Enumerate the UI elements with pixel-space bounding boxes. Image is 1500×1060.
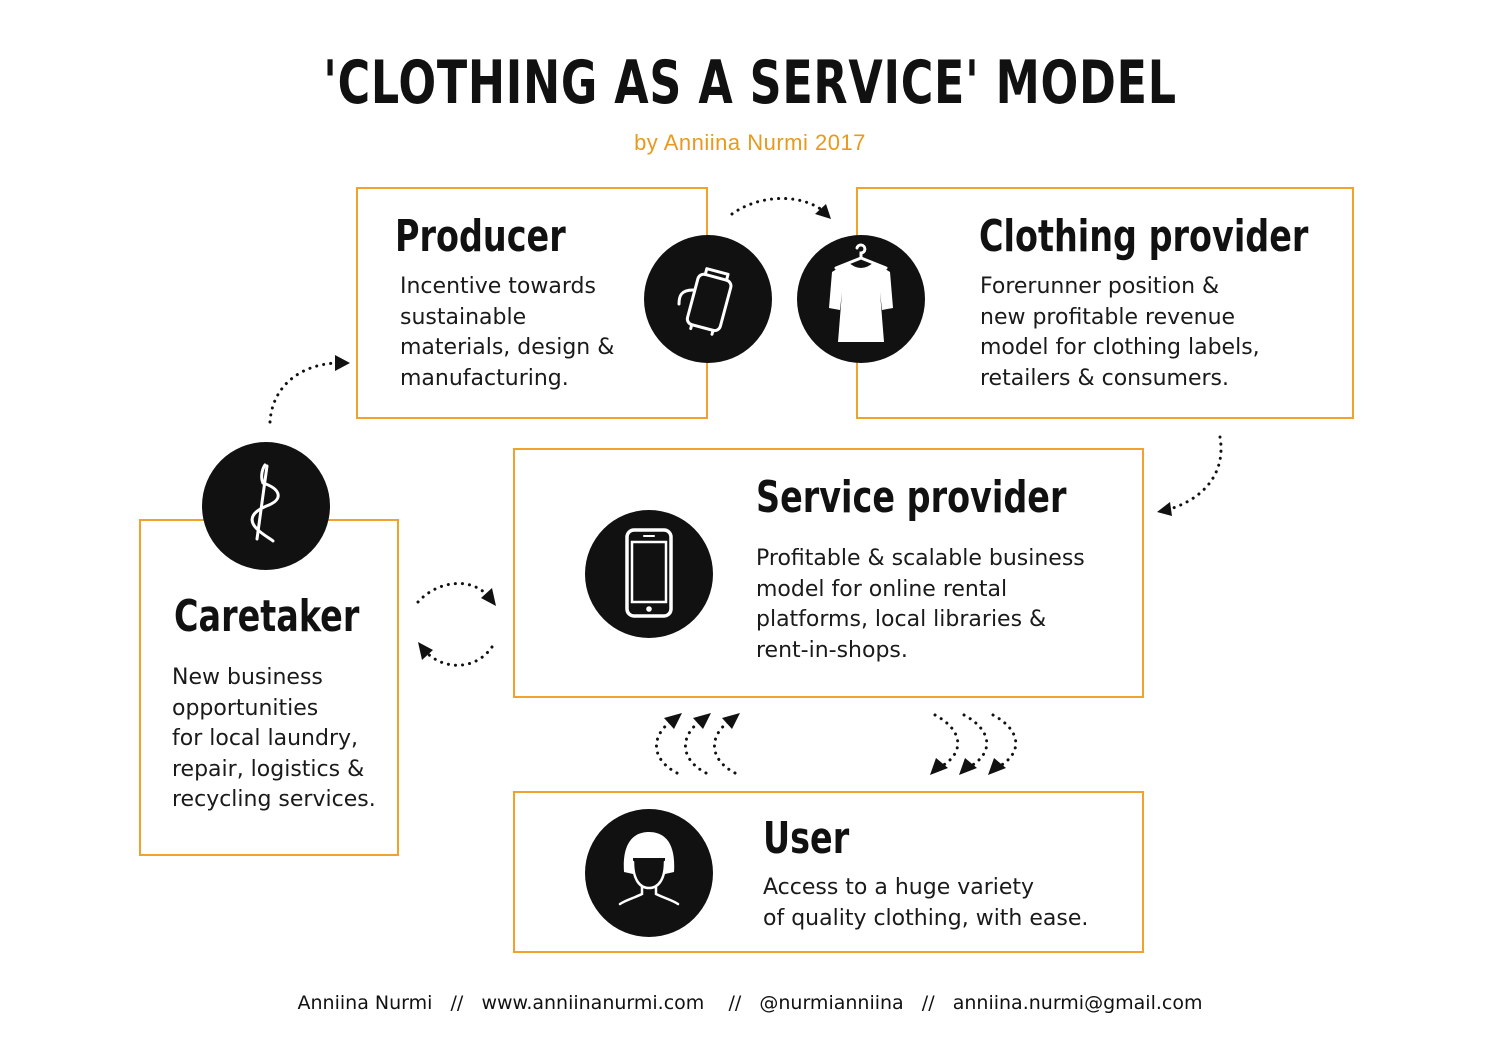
arrowhead xyxy=(693,713,711,729)
user-title: User xyxy=(763,813,850,864)
producer-line: sustainable xyxy=(400,304,527,330)
needle-and-thread-icon xyxy=(202,442,330,570)
caretaker-line: opportunities xyxy=(172,695,319,721)
arrowhead xyxy=(988,758,1006,775)
user-line: Access to a huge variety xyxy=(763,875,1035,900)
producer-line: manufacturing. xyxy=(400,365,569,391)
arrowhead xyxy=(959,758,977,775)
arrow-user-to-service-1 xyxy=(654,720,679,775)
arrowhead xyxy=(815,204,831,219)
caretaker-line: for local laundry, xyxy=(172,726,359,751)
arrow-caretaker-to-service xyxy=(416,582,488,604)
arrow-producer-to-clothing xyxy=(730,196,824,216)
arrow-service-to-user-3 xyxy=(991,713,1018,768)
contact-footer: Anniina Nurmi // www.anniinanurmi.com //… xyxy=(297,992,1203,1014)
arrowhead xyxy=(664,713,682,729)
arrow-user-to-service-3 xyxy=(712,720,737,775)
producer-title: Producer xyxy=(395,211,566,262)
user-line: of quality clothing, with ease. xyxy=(763,905,1089,931)
caretaker-title: Caretaker xyxy=(174,591,360,642)
clothing-provider-line: retailers & consumers. xyxy=(980,365,1229,391)
caretaker-line: recycling services. xyxy=(172,787,376,812)
arrow-service-to-caretaker xyxy=(426,645,494,667)
service-provider-line: model for online rental xyxy=(756,576,1008,602)
arrowhead xyxy=(481,588,496,606)
sewing-machine-icon xyxy=(644,235,772,363)
arrowhead xyxy=(335,355,350,371)
service-provider-line: platforms, local libraries & xyxy=(756,607,1047,632)
arrow-user-to-service-2 xyxy=(683,720,708,775)
arrowhead xyxy=(1157,502,1172,516)
service-provider-line: Profitable & scalable business xyxy=(756,546,1085,571)
arrow-service-to-user-2 xyxy=(962,713,989,768)
clothing-provider-description: Forerunner position & new profitable rev… xyxy=(980,272,1260,394)
clothing-provider-line: model for clothing labels, xyxy=(980,335,1260,360)
service-provider-description: Profitable & scalable business model for… xyxy=(756,544,1085,666)
dress-on-hanger-icon xyxy=(797,235,925,363)
arrowhead xyxy=(418,642,433,660)
arrow-clothing-to-service xyxy=(1168,435,1223,511)
clothing-provider-line: new profitable revenue xyxy=(980,304,1236,330)
diagram-title: 'CLOTHING AS A SERVICE' MODEL xyxy=(323,48,1177,118)
diagram-subtitle: by Anniina Nurmi 2017 xyxy=(634,130,866,155)
person-bob-haircut-icon xyxy=(585,809,713,937)
producer-line: Incentive towards xyxy=(400,274,596,299)
arrow-service-to-user-1 xyxy=(933,713,960,768)
producer-line: materials, design & xyxy=(400,335,615,360)
smartphone-icon xyxy=(585,510,713,638)
arrow-caretaker-to-producer xyxy=(268,361,338,424)
clothing-provider-line: Forerunner position & xyxy=(980,274,1220,299)
arrowhead xyxy=(930,758,948,775)
caretaker-box: Caretaker New business opportunities for… xyxy=(139,519,399,856)
arrowhead xyxy=(722,713,740,729)
caretaker-line: repair, logistics & xyxy=(172,756,365,782)
service-provider-line: rent-in-shops. xyxy=(756,637,908,663)
caretaker-line: New business xyxy=(172,665,323,690)
clothing-provider-title: Clothing provider xyxy=(979,211,1309,262)
clothing-provider-box: Clothing provider Forerunner position & … xyxy=(856,187,1354,419)
service-provider-title: Service provider xyxy=(756,472,1067,523)
user-description: Access to a huge variety of quality clot… xyxy=(763,873,1088,934)
caretaker-description: New business opportunities for local lau… xyxy=(172,663,376,816)
producer-description: Incentive towards sustainable materials,… xyxy=(400,272,614,394)
